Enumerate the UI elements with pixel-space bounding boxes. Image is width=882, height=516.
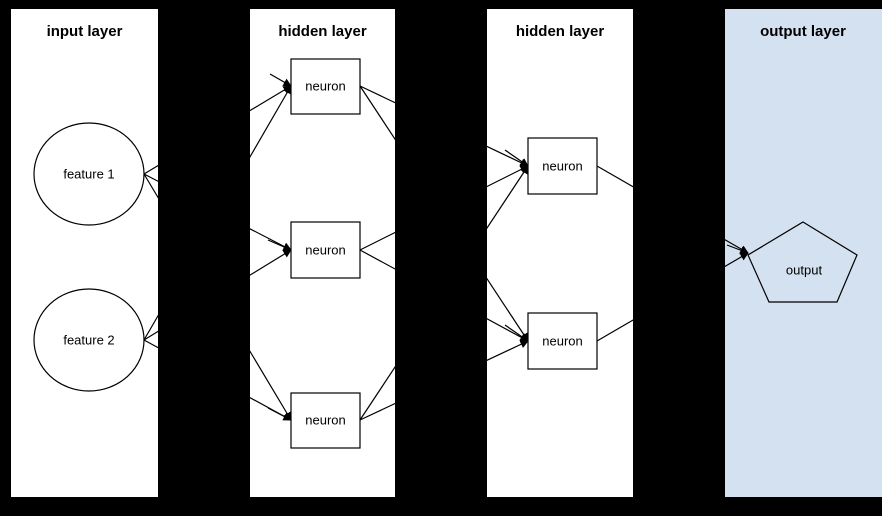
- arrowhead-h1n2-in: [267, 239, 292, 251]
- arrowhead-h1n1-in: [269, 73, 292, 87]
- arrowhead-h2n2-in: [504, 324, 529, 342]
- edge-arrowheads: [267, 73, 749, 421]
- node-h1-neuron-2[interactable]: neuron: [290, 221, 361, 279]
- arrowhead-output-in: [726, 244, 749, 255]
- panel-title-input-layer: input layer: [47, 23, 123, 40]
- panel-title-output-layer: output layer: [760, 23, 846, 40]
- h1-neuron-3-rect[interactable]: [290, 392, 361, 449]
- output-pentagon[interactable]: [747, 221, 858, 303]
- panel-hidden-layer-2[interactable]: [487, 9, 633, 497]
- feature-1-ellipse[interactable]: [33, 122, 145, 226]
- node-h1-neuron-3[interactable]: neuron: [290, 392, 361, 449]
- h1-neuron-1-rect[interactable]: [290, 58, 361, 115]
- feature-2-ellipse[interactable]: [33, 288, 145, 392]
- feature-2-label: feature 2: [63, 332, 114, 347]
- h1-neuron-3-label: neuron: [305, 412, 345, 427]
- h1-neuron-1-label: neuron: [305, 78, 345, 93]
- panel-input-layer[interactable]: [11, 9, 158, 497]
- panel-title-hidden-layer-2: hidden layer: [516, 23, 605, 40]
- h2-neuron-2-label: neuron: [542, 333, 582, 348]
- node-feature-1[interactable]: feature 1: [33, 122, 145, 226]
- output-label: output: [786, 262, 823, 277]
- arrowhead-h1n3-in: [267, 407, 292, 421]
- h1-neuron-2-label: neuron: [305, 242, 345, 257]
- panel-title-hidden-layer-1: hidden layer: [278, 23, 367, 40]
- h2-neuron-1-label: neuron: [542, 158, 582, 173]
- node-feature-2[interactable]: feature 2: [33, 288, 145, 392]
- h2-neuron-2-rect[interactable]: [527, 312, 598, 370]
- node-h1-neuron-1[interactable]: neuron: [290, 58, 361, 115]
- node-h2-neuron-1[interactable]: neuron: [527, 137, 598, 195]
- h2-neuron-1-rect[interactable]: [527, 137, 598, 195]
- feature-1-label: feature 1: [63, 166, 114, 181]
- node-output[interactable]: output: [747, 221, 858, 303]
- node-h2-neuron-2[interactable]: neuron: [527, 312, 598, 370]
- arrowhead-h2n1-in: [504, 149, 529, 167]
